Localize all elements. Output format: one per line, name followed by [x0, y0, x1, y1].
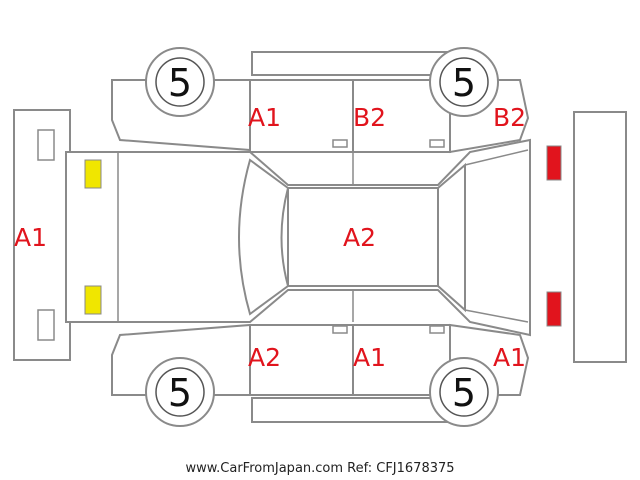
rear-bumper: [573, 111, 627, 363]
wheel-front-right: 5: [145, 47, 215, 117]
footer-credit: www.CarFromJapan.com Ref: CFJ1678375: [185, 461, 454, 476]
code-right-rear-door: B2: [353, 103, 386, 132]
front-lamp-upper: [84, 159, 102, 189]
code-front-bumper: A1: [14, 223, 47, 252]
front-lamp-lower: [84, 285, 102, 315]
rear-lamp-lower: [546, 291, 562, 327]
code-roof: A2: [343, 223, 376, 252]
code-right-rear-quarter: B2: [493, 103, 526, 132]
code-left-rear-door: A1: [353, 343, 386, 372]
code-left-rear-quarter: A1: [493, 343, 526, 372]
code-right-front-door: A1: [248, 103, 281, 132]
rear-lamps: [546, 145, 562, 327]
front-bumper: [13, 109, 71, 361]
wheel-front-left-rating: 5: [168, 371, 192, 415]
code-left-front-door: A2: [248, 343, 281, 372]
wheel-rear-left: 5: [429, 357, 499, 427]
car-body-top-view: [65, 138, 531, 337]
wheel-rear-right-rating: 5: [452, 61, 476, 105]
rear-lamp-upper: [546, 145, 562, 181]
left-side-panels: [111, 323, 530, 423]
wheel-front-left: 5: [145, 357, 215, 427]
front-lamps: [84, 159, 102, 315]
wheel-front-right-rating: 5: [168, 61, 192, 105]
wheel-rear-left-rating: 5: [452, 371, 476, 415]
wheel-rear-right: 5: [429, 47, 499, 117]
